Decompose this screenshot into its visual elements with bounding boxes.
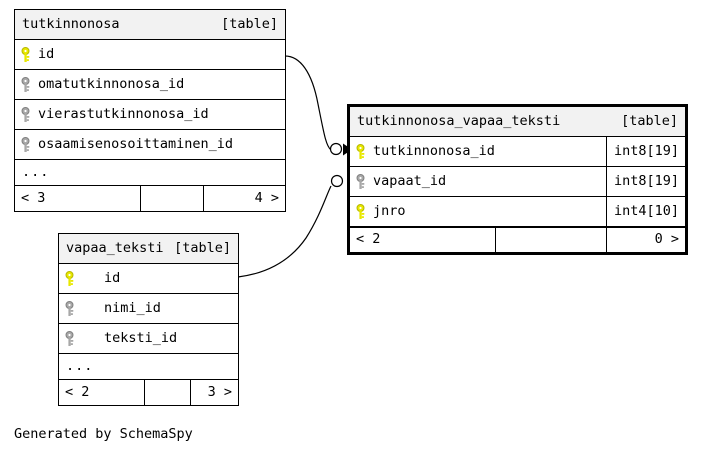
table-footer: < 2 3 > [59, 380, 238, 405]
column-type: int8[19] [606, 167, 685, 196]
column-name: tutkinnonosa_id [373, 142, 495, 159]
table-row[interactable]: vapaat_id int8[19] [350, 167, 685, 197]
column-cell: vapaat_id [350, 167, 606, 196]
generated-by-caption: Generated by SchemaSpy [14, 426, 193, 442]
table-row[interactable]: osaamisenosoittaminen_id [15, 130, 285, 160]
table-footer: < 3 4 > [15, 186, 285, 211]
column-cell: tutkinnonosa_id [350, 137, 606, 166]
column-name: jnro [373, 202, 406, 219]
foreign-key-icon [356, 173, 369, 190]
table-header-tutkinnonosa: tutkinnonosa [table] [15, 10, 285, 40]
column-name: id [38, 45, 55, 62]
foreign-key-icon [65, 300, 78, 317]
table-row[interactable]: nimi_id [59, 294, 238, 324]
foreign-key-icon [65, 330, 78, 347]
incoming-relations-count[interactable]: < 2 [356, 231, 381, 248]
footer-middle-cell [140, 186, 203, 211]
primary-key-icon [21, 46, 34, 63]
outgoing-relations-count[interactable]: 4 > [203, 186, 285, 211]
relationship-end-circle [329, 142, 343, 156]
column-type: int4[10] [606, 197, 685, 226]
incoming-relations-count[interactable]: < 3 [21, 189, 46, 206]
table-name: vapaa_teksti [66, 239, 164, 256]
column-cell: osaamisenosoittaminen_id [15, 130, 285, 159]
table-footer: < 2 0 > [350, 227, 685, 252]
outgoing-relations-count[interactable]: 0 > [606, 228, 685, 252]
primary-key-icon [65, 270, 78, 287]
footer-middle-cell [144, 380, 190, 405]
column-name: vierastutkinnonosa_id [38, 105, 209, 122]
table-name: tutkinnonosa_vapaa_teksti [357, 112, 561, 129]
table-header-vapaa_teksti: vapaa_teksti [table] [59, 234, 238, 264]
table-row[interactable]: id [59, 264, 238, 294]
column-name: id [104, 269, 121, 286]
table-row[interactable]: id [15, 40, 285, 70]
column-name: vapaat_id [373, 172, 447, 189]
relationship-tutkinnonosa-to-tutkinnonosa_vapaa_teksti [284, 55, 352, 156]
table-node-tutkinnonosa_vapaa_teksti[interactable]: tutkinnonosa_vapaa_teksti [table] tutkin… [347, 104, 688, 255]
table-header-tutkinnonosa_vapaa_teksti: tutkinnonosa_vapaa_teksti [table] [350, 107, 685, 137]
column-cell: jnro [350, 197, 606, 226]
more-columns-indicator: ... [15, 160, 285, 186]
column-cell: vierastutkinnonosa_id [15, 100, 285, 129]
column-name: nimi_id [104, 299, 161, 316]
column-cell: id [59, 264, 238, 293]
foreign-key-icon [21, 76, 34, 93]
table-type-tag: [table] [621, 112, 678, 129]
primary-key-icon [356, 203, 369, 220]
table-row[interactable]: vierastutkinnonosa_id [15, 100, 285, 130]
table-node-tutkinnonosa[interactable]: tutkinnonosa [table] id [14, 9, 286, 212]
incoming-relations-count[interactable]: < 2 [65, 383, 90, 400]
column-name: teksti_id [104, 329, 178, 346]
outgoing-relations-count[interactable]: 3 > [190, 380, 238, 405]
table-name: tutkinnonosa [22, 15, 120, 32]
footer-middle-cell [495, 228, 606, 252]
column-cell: omatutkinnonosa_id [15, 70, 285, 99]
primary-key-icon [356, 143, 369, 160]
foreign-key-icon [21, 106, 34, 123]
table-row[interactable]: omatutkinnonosa_id [15, 70, 285, 100]
table-node-vapaa_teksti[interactable]: vapaa_teksti [table] id [58, 233, 239, 406]
column-name: osaamisenosoittaminen_id [38, 135, 234, 152]
column-name: omatutkinnonosa_id [38, 75, 185, 92]
table-row[interactable]: tutkinnonosa_id int8[19] [350, 137, 685, 167]
more-columns-indicator: ... [59, 354, 238, 380]
table-row[interactable]: teksti_id [59, 324, 238, 354]
table-row[interactable]: jnro int4[10] [350, 197, 685, 227]
relationship-end-circle [330, 174, 344, 188]
table-type-tag: [table] [174, 239, 231, 256]
column-type: int8[19] [606, 137, 685, 166]
column-cell: id [15, 40, 285, 69]
column-cell: teksti_id [59, 324, 238, 353]
table-type-tag: [table] [221, 15, 278, 32]
foreign-key-icon [21, 136, 34, 153]
column-cell: nimi_id [59, 294, 238, 323]
